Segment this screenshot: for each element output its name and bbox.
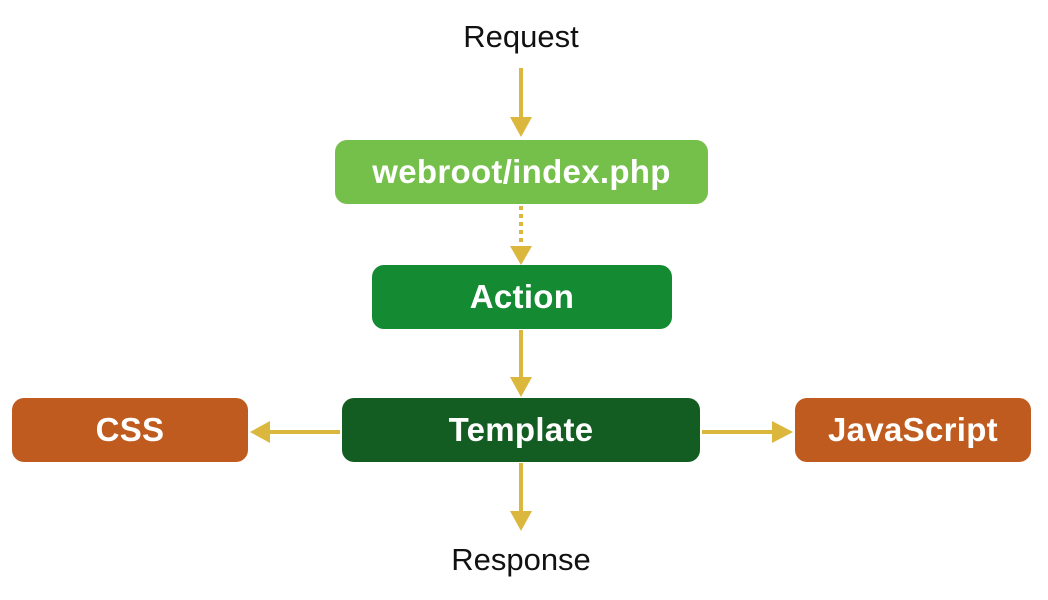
arrow-action-to-template — [510, 330, 532, 397]
action-node: Action — [372, 265, 672, 329]
request-label: Request — [463, 19, 579, 54]
template-node-label: Template — [448, 411, 594, 448]
css-node: CSS — [12, 398, 248, 462]
index-php-node: webroot/index.php — [335, 140, 708, 204]
css-node-label: CSS — [95, 411, 165, 448]
arrow-index-to-action-dotted — [510, 206, 532, 265]
arrow-template-to-javascript — [702, 421, 793, 443]
response-label: Response — [451, 542, 591, 577]
arrow-request-to-index — [510, 68, 532, 137]
javascript-node-label: JavaScript — [828, 411, 998, 448]
template-node: Template — [342, 398, 700, 462]
arrow-template-to-response — [510, 463, 532, 531]
action-node-label: Action — [469, 278, 575, 315]
index-php-node-label: webroot/index.php — [372, 153, 671, 190]
javascript-node: JavaScript — [795, 398, 1031, 462]
arrow-template-to-css — [250, 421, 340, 443]
